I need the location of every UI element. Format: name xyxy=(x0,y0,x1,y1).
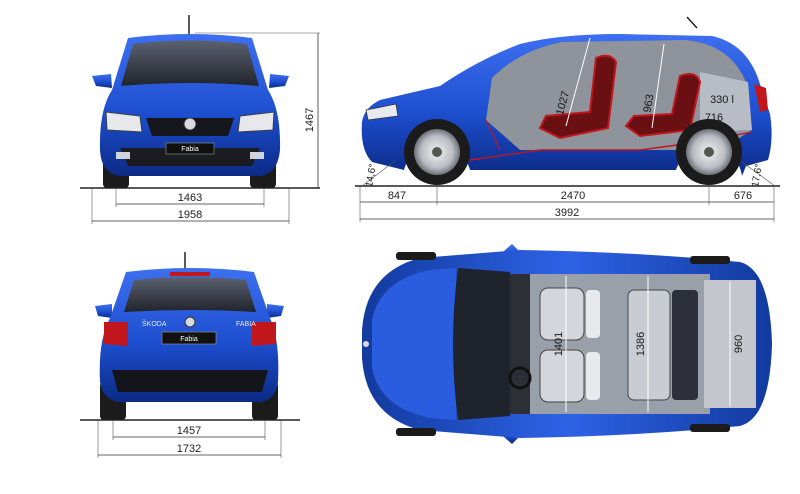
skoda-logo-top xyxy=(363,341,369,347)
skoda-logo-rear xyxy=(184,316,196,328)
front-left-headlight xyxy=(105,111,143,133)
top-view: 1401 1386 960 xyxy=(362,244,772,444)
rear-brake-light xyxy=(170,272,210,276)
front-plate xyxy=(165,142,215,155)
rear-left-taillight xyxy=(104,322,128,346)
skoda-logo-front xyxy=(183,117,197,131)
top-front-left-tyre xyxy=(396,252,436,260)
rear-plate-text: Fabia xyxy=(180,336,198,343)
front-left-mirror xyxy=(92,74,112,88)
rear-bench-back xyxy=(672,290,698,400)
top-dashboard xyxy=(510,274,530,414)
front-right-headlight xyxy=(237,111,275,133)
rear-badge-left: ŠKODA xyxy=(142,319,167,328)
steering-wheel xyxy=(508,366,532,390)
side-rear-hub xyxy=(704,147,714,157)
front-headroom-line xyxy=(565,37,591,127)
rear-seat-side xyxy=(624,73,702,138)
antenna-side xyxy=(686,16,698,29)
front-right-seat-back xyxy=(586,352,600,400)
length-label: 3992 xyxy=(555,207,579,219)
front-track-label: 1463 xyxy=(178,192,202,204)
front-left-seat-top xyxy=(539,287,585,341)
top-rear-left-tyre xyxy=(690,256,730,264)
front-left-foglight xyxy=(116,152,130,159)
top-rear-right-tyre xyxy=(690,424,730,432)
rear-width-label: 1732 xyxy=(177,443,201,455)
rear-headroom-label: 963 xyxy=(642,93,657,113)
rear-plate xyxy=(161,331,217,345)
rear-view: ŠKODA FABIA Fabia 1457 1732 xyxy=(80,252,300,458)
side-taillight xyxy=(754,84,768,112)
approach-angle-line xyxy=(361,159,397,187)
departure-angle-label: 17,6° xyxy=(750,163,765,188)
rear-headroom-line xyxy=(651,43,665,129)
rear-right-mirror xyxy=(267,304,284,318)
front-height-label: 1467 xyxy=(304,108,316,132)
front-seat-side xyxy=(538,54,618,140)
approach-angle-label: 14,6° xyxy=(364,163,379,188)
top-bonnet xyxy=(372,268,456,420)
front-elbow-label: 1401 xyxy=(553,332,565,356)
rear-badge-right: FABIA xyxy=(236,321,256,328)
rear-window xyxy=(124,277,256,312)
front-right-mirror xyxy=(269,74,289,88)
top-windscreen xyxy=(453,268,510,420)
departure-angle-line xyxy=(741,161,776,187)
front-width-label: 1958 xyxy=(178,209,202,221)
side-boot-area xyxy=(700,72,752,132)
front-right-seat-top xyxy=(539,349,585,403)
front-right-foglight xyxy=(250,152,264,159)
side-headlight xyxy=(365,103,399,121)
side-front-hub xyxy=(432,147,442,157)
rear-track-label: 1457 xyxy=(177,425,201,437)
front-view: Fabia 1467 1463 1958 xyxy=(80,15,320,224)
rear-diffuser xyxy=(112,370,268,392)
rear-overhang-label: 676 xyxy=(734,190,752,202)
boot-width-label: 960 xyxy=(733,335,745,353)
front-windscreen xyxy=(121,40,259,86)
wheelbase-label: 2470 xyxy=(561,190,585,202)
front-lower-grille xyxy=(120,148,260,166)
rear-elbow-label: 1386 xyxy=(635,332,647,356)
boot-volume-label: 330 l xyxy=(710,94,734,106)
door-cut-outline xyxy=(485,119,501,151)
rear-right-taillight xyxy=(252,322,276,346)
rear-bench-top xyxy=(627,289,671,401)
front-overhang-label: 847 xyxy=(388,190,406,202)
side-view: 1027 963 330 l 716 14,6° 17,6° 847 2470 … xyxy=(355,16,780,222)
front-plate-text: Fabia xyxy=(181,146,199,153)
rear-left-mirror xyxy=(95,304,112,318)
front-left-seat-back xyxy=(586,290,600,338)
top-front-right-tyre xyxy=(396,428,436,436)
